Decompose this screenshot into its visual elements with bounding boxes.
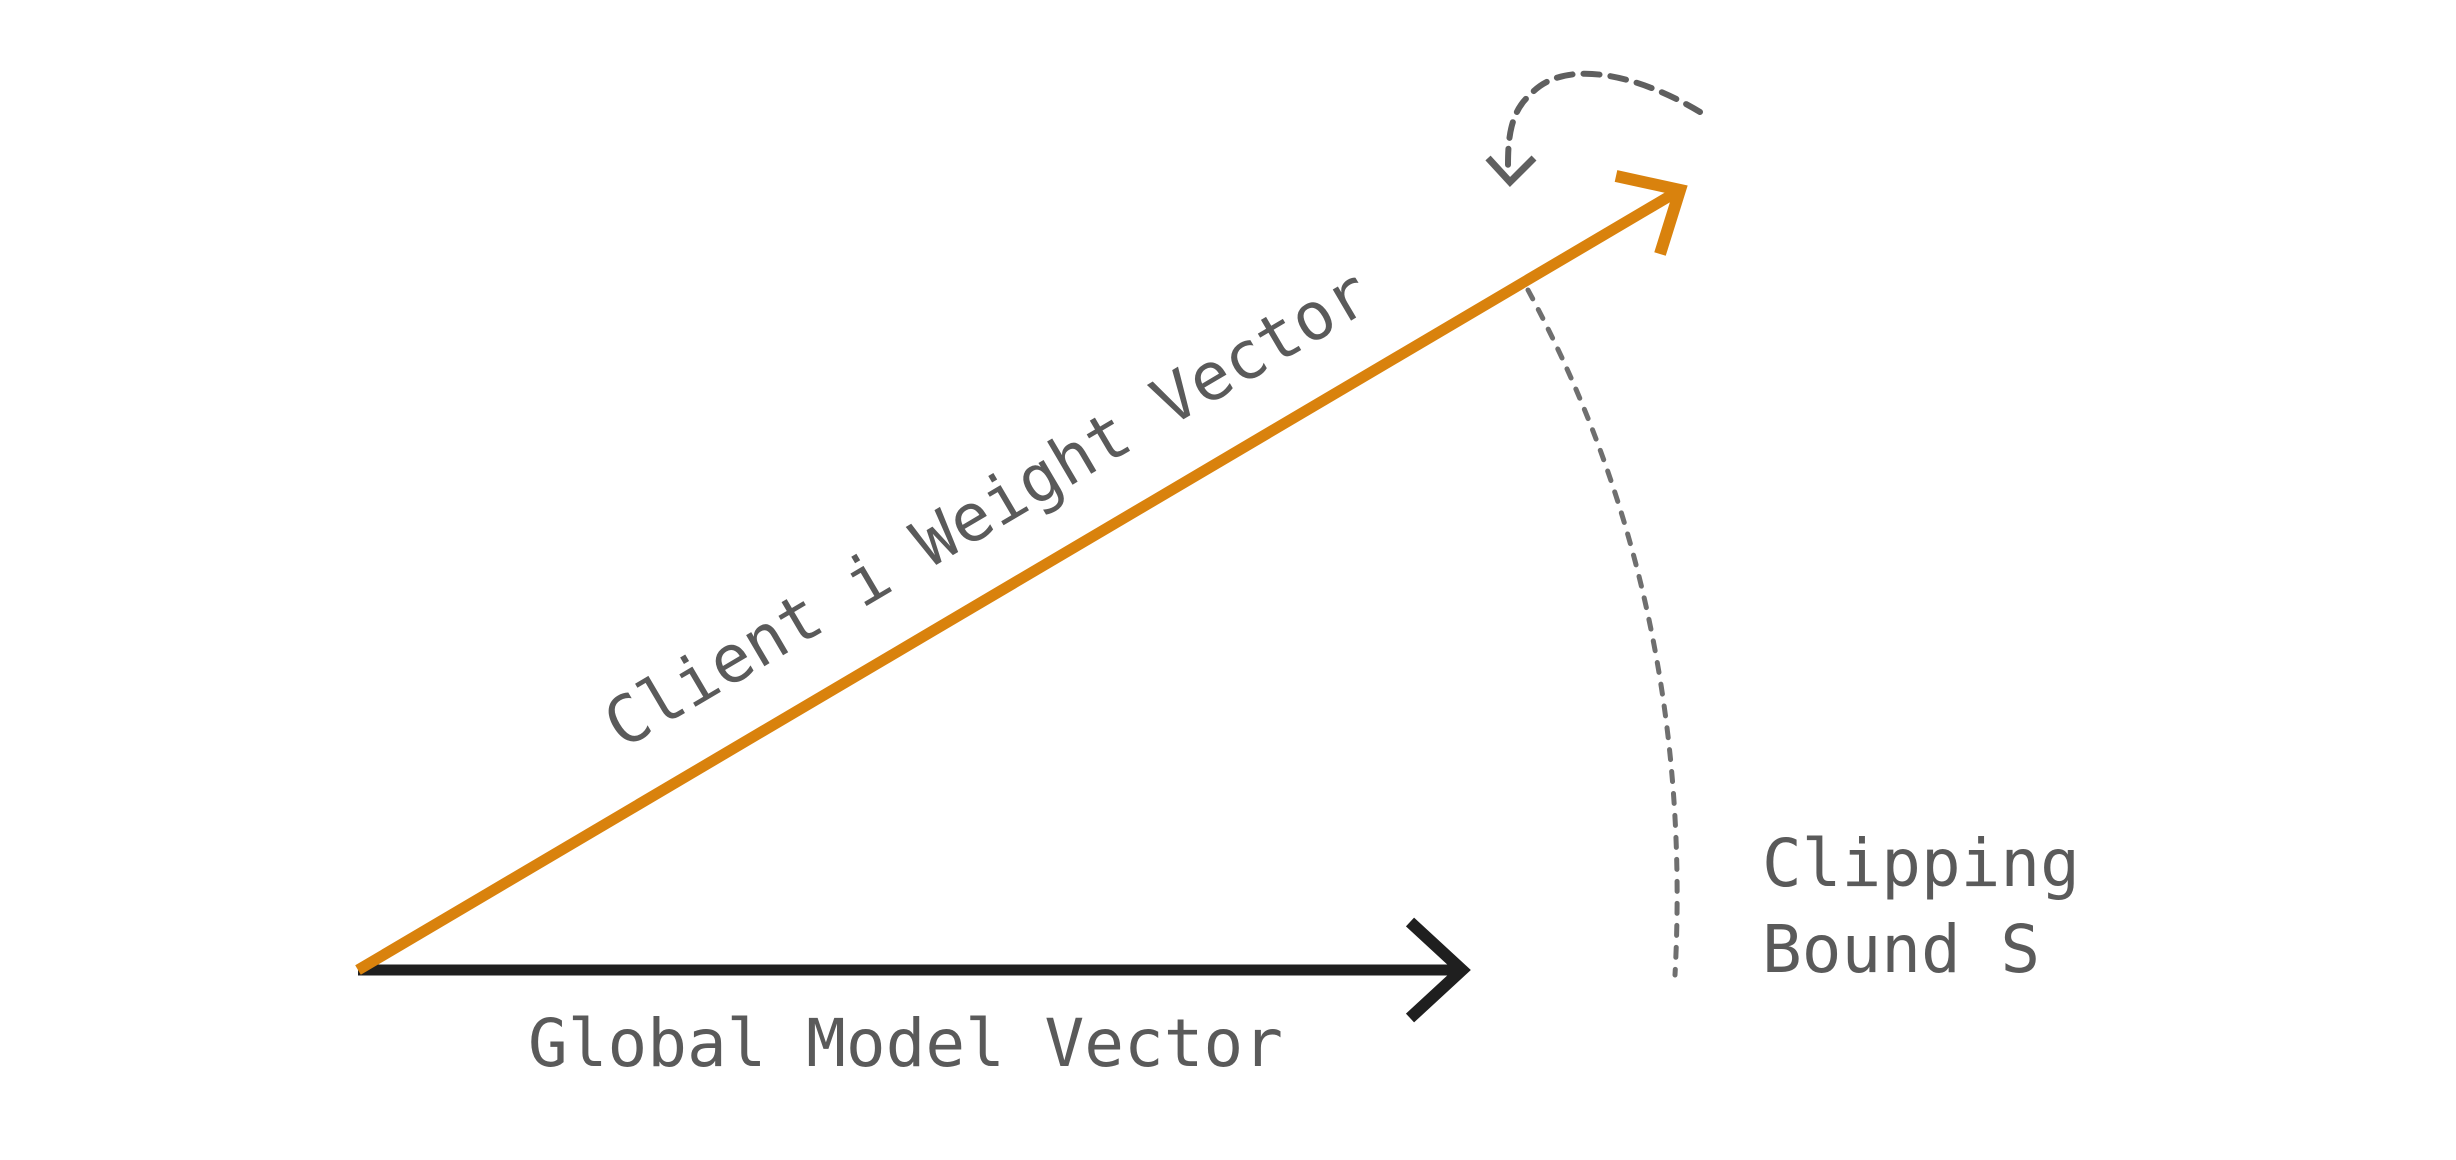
- clipping-bound-label-line2: Bound S: [1762, 911, 2040, 988]
- client-weight-vector-arrowhead: [1614, 170, 1688, 256]
- rotation-arrow-curve: [1505, 70, 1703, 168]
- client-weight-vector-label: Client i Weight Vector: [591, 254, 1383, 764]
- client-weight-vector-line: [355, 185, 1683, 975]
- clipping-bound-label-line1: Clipping: [1762, 825, 2080, 902]
- clipping-bound-arc: [1525, 287, 1680, 978]
- global-model-vector-arrowhead: [1405, 917, 1471, 1023]
- rotation-arrow-head: [1485, 155, 1537, 188]
- global-model-vector-label: Global Model Vector: [528, 1005, 1283, 1082]
